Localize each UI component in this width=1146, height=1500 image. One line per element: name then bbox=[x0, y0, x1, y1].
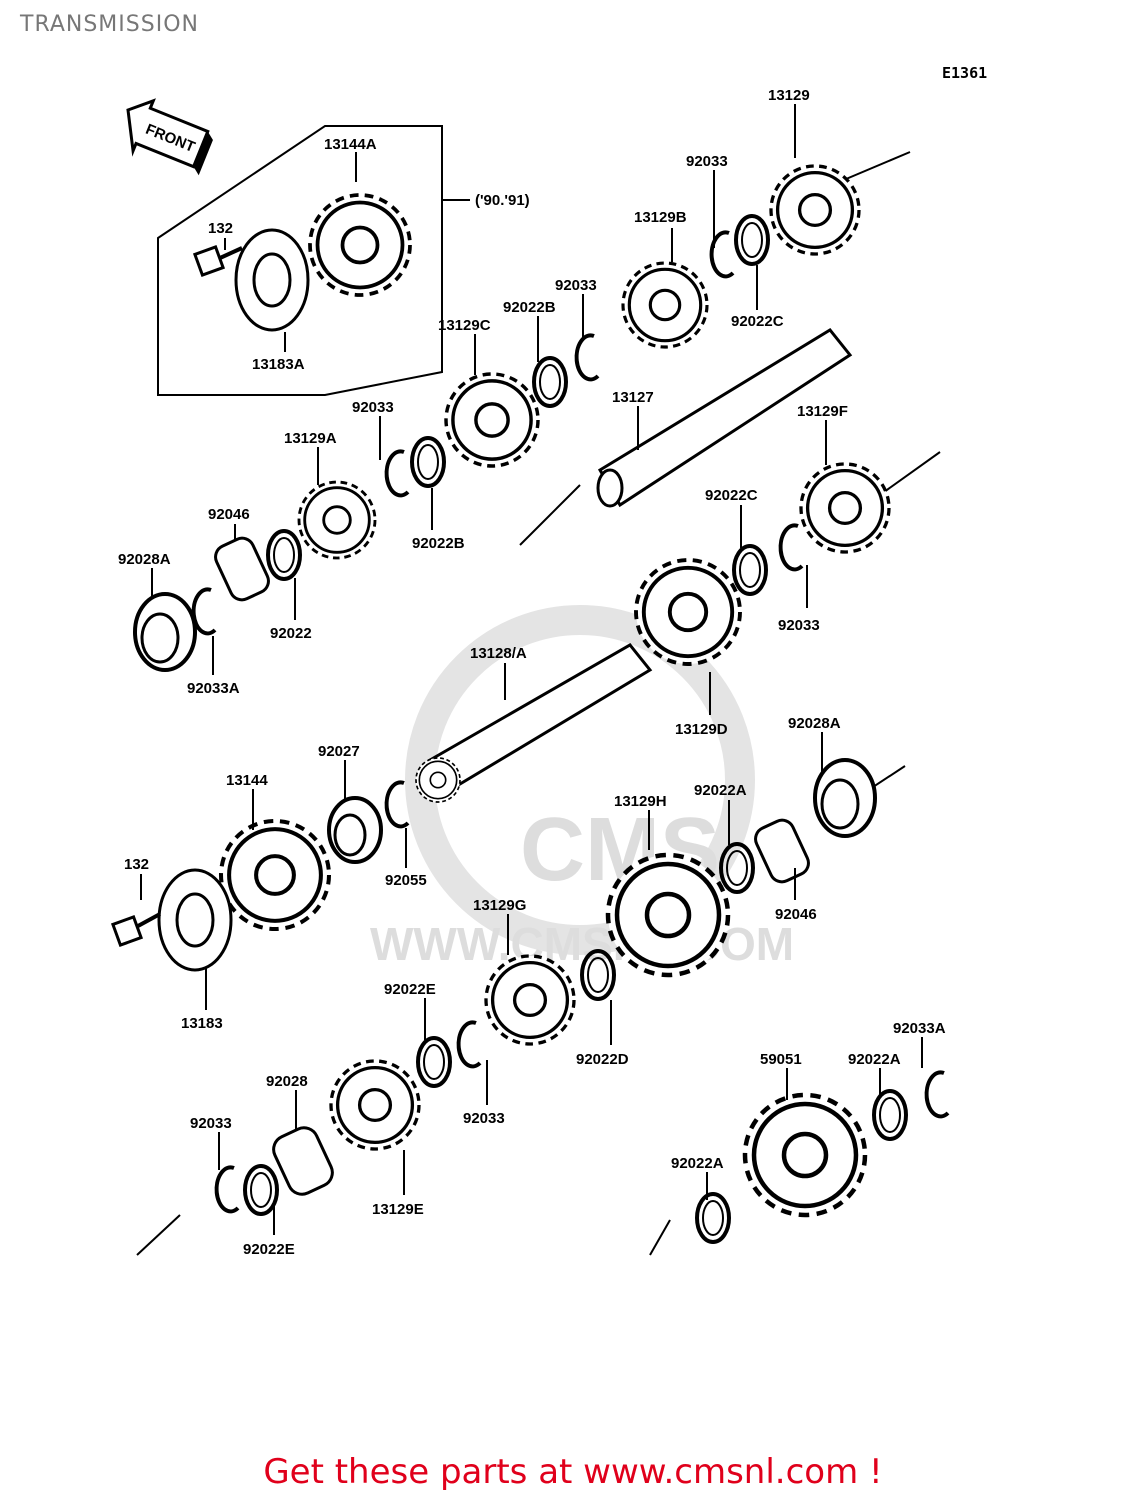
gear-13129G-icon bbox=[484, 954, 576, 1046]
part-label: 13129A bbox=[284, 430, 337, 447]
cover-plate-13183-icon bbox=[157, 868, 233, 972]
gear-59051-icon bbox=[745, 1095, 865, 1215]
part-label: 92028 bbox=[266, 1073, 308, 1090]
part-label: 92033A bbox=[187, 680, 240, 697]
part-label: 92022A bbox=[848, 1051, 901, 1068]
part-label: 92033 bbox=[190, 1115, 232, 1132]
bearing-92027-icon bbox=[327, 796, 383, 864]
washer-icon bbox=[734, 214, 770, 266]
part-label: 92022A bbox=[671, 1155, 724, 1172]
part-label: 13183 bbox=[181, 1015, 223, 1032]
bearing-92028A-left-icon bbox=[133, 592, 197, 672]
washer-icon bbox=[532, 356, 568, 408]
part-label: 92022 bbox=[270, 625, 312, 642]
shaft-13127-icon bbox=[596, 328, 853, 508]
part-label: 13144A bbox=[324, 136, 377, 153]
part-label: 13129D bbox=[675, 721, 728, 738]
part-label: 92033 bbox=[352, 399, 394, 416]
circlip-icon bbox=[214, 1165, 240, 1214]
front-arrow-icon: FRONT bbox=[126, 98, 213, 176]
part-label: 92022A bbox=[694, 782, 747, 799]
circlip-icon bbox=[384, 780, 410, 829]
part-label: 13129 bbox=[768, 87, 810, 104]
part-label: 92046 bbox=[208, 506, 250, 523]
bearing-92028A-right-icon bbox=[813, 758, 877, 838]
leader-lines bbox=[140, 104, 923, 1235]
cover-plate-icon bbox=[234, 228, 310, 332]
part-label: 92022B bbox=[503, 299, 556, 316]
part-label: 92033A bbox=[893, 1020, 946, 1037]
bolt-icon bbox=[192, 244, 243, 278]
part-label: 92055 bbox=[385, 872, 427, 889]
washer-icon bbox=[872, 1089, 908, 1141]
part-label: 92022C bbox=[705, 487, 758, 504]
shaft-13128A-icon bbox=[415, 643, 653, 803]
gear-13129H-icon bbox=[608, 855, 728, 975]
year-note: ('90.'91) bbox=[475, 192, 530, 209]
gear-13129A-icon bbox=[297, 480, 377, 560]
circlip-icon bbox=[924, 1070, 950, 1119]
circlip-icon bbox=[384, 449, 410, 498]
gear-13129-icon bbox=[769, 164, 861, 256]
circlip-icon bbox=[456, 1020, 482, 1069]
washer-icon bbox=[695, 1192, 731, 1244]
part-label: 92033 bbox=[778, 617, 820, 634]
washer-icon bbox=[266, 529, 302, 581]
gear-13129C-icon bbox=[444, 372, 540, 468]
part-label: 132 bbox=[208, 220, 233, 237]
part-label: 13144 bbox=[226, 772, 268, 789]
part-label: 92022E bbox=[384, 981, 436, 998]
sprocket-icon bbox=[308, 193, 412, 297]
part-label: 13129C bbox=[438, 317, 491, 334]
gear-13129D-icon bbox=[634, 558, 742, 666]
part-label: 13129B bbox=[634, 209, 687, 226]
figure-code: E1361 bbox=[942, 64, 987, 82]
circlip-icon bbox=[778, 523, 804, 572]
part-label: 92022D bbox=[576, 1051, 629, 1068]
transmission-exploded-diagram: CMS WWW.CMSNL.COM E1361 FRONT ('90.'91) bbox=[110, 64, 987, 1258]
part-label: 132 bbox=[124, 856, 149, 873]
washer-icon bbox=[580, 949, 616, 1001]
inset-box bbox=[157, 125, 443, 396]
washer-icon bbox=[410, 436, 446, 488]
circlip-icon bbox=[191, 587, 217, 636]
part-label: 13129H bbox=[614, 793, 667, 810]
washer-icon bbox=[732, 544, 768, 596]
part-label: 13129F bbox=[797, 403, 848, 420]
part-label: 92022B bbox=[412, 535, 465, 552]
part-labels: 13129 92033 13129B 92033 92022B 92022C 1… bbox=[118, 87, 946, 1258]
washer-icon bbox=[416, 1036, 452, 1088]
gear-13129F-icon bbox=[799, 462, 891, 554]
part-label: 92022C bbox=[731, 313, 784, 330]
part-label: 13129E bbox=[372, 1201, 424, 1218]
needle-bearing-92046-left-icon bbox=[214, 536, 270, 602]
part-label: 13128/A bbox=[470, 645, 527, 662]
part-label: 92033 bbox=[555, 277, 597, 294]
part-label: 59051 bbox=[760, 1051, 802, 1068]
part-label: 13129G bbox=[473, 897, 526, 914]
part-label: 92033 bbox=[463, 1110, 505, 1127]
part-label: 92028A bbox=[118, 551, 171, 568]
part-label: 92033 bbox=[686, 153, 728, 170]
watermark-url-text: WWW.CMSNL.COM bbox=[370, 918, 794, 970]
part-label: 13183A bbox=[252, 356, 305, 373]
gear-13129E-icon bbox=[329, 1059, 421, 1151]
part-label: 92027 bbox=[318, 743, 360, 760]
washer-icon bbox=[243, 1164, 279, 1216]
part-label: 92046 bbox=[775, 906, 817, 923]
bolt-132-icon bbox=[110, 912, 161, 948]
sprocket-13144-icon bbox=[221, 821, 329, 929]
needle-bearing-92046-right-icon bbox=[754, 818, 810, 884]
page-title: TRANSMISSION bbox=[20, 12, 199, 37]
gear-13129B-icon bbox=[621, 261, 709, 349]
footer-cta-link[interactable]: Get these parts at www.cmsnl.com ! bbox=[263, 1452, 883, 1492]
circlip-icon bbox=[574, 333, 600, 382]
part-label: 92028A bbox=[788, 715, 841, 732]
part-label: 13127 bbox=[612, 389, 654, 406]
part-label: 92022E bbox=[243, 1241, 295, 1258]
bushing-92028-icon bbox=[272, 1126, 334, 1196]
